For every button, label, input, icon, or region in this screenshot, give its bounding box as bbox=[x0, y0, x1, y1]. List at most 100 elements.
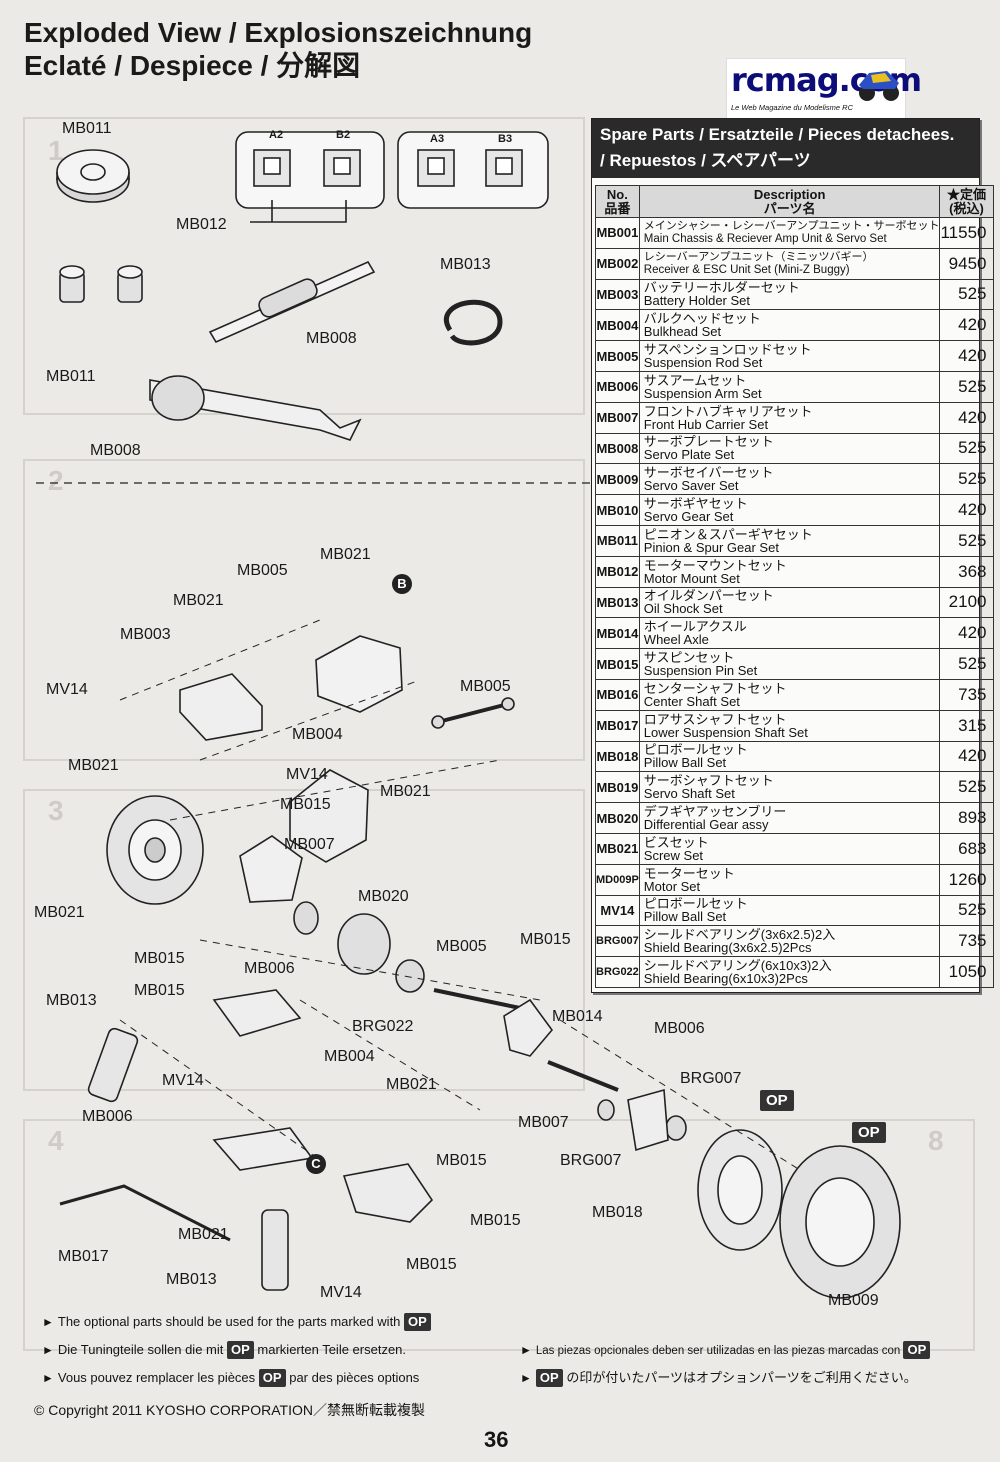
part-price: 420 bbox=[939, 617, 994, 650]
part-name-en: Screw Set bbox=[643, 847, 704, 863]
part-name-en: Shield Bearing(6x10x3)2Pcs bbox=[643, 971, 808, 987]
part-price: 735 bbox=[939, 678, 994, 711]
part-number: MV14 bbox=[595, 894, 640, 927]
part-name-jp: ビスセット bbox=[643, 834, 709, 850]
pinion-gear-icon bbox=[59, 265, 143, 303]
part-name-jp: ホイールアクスル bbox=[643, 619, 747, 635]
table-header-row: No. 品番 Description パーツ名 ★定価 (税込) bbox=[595, 185, 994, 218]
suspension-rod-icon bbox=[431, 697, 515, 729]
part-name-jp: モーターセット bbox=[643, 865, 735, 881]
part-number: MB007 bbox=[595, 401, 640, 434]
callout-mb013-bottom: MB013 bbox=[166, 1271, 217, 1288]
part-name-en: Suspension Rod Set bbox=[643, 355, 763, 371]
part-price: 525 bbox=[939, 463, 994, 496]
shock-clip-icon bbox=[444, 299, 503, 346]
part-name-en: Servo Saver Set bbox=[643, 478, 739, 494]
part-name-jp: サーボシャフトセット bbox=[643, 773, 774, 789]
callout-mb015-c: MB015 bbox=[520, 931, 571, 948]
part-number: MB002 bbox=[595, 247, 640, 280]
part-price: 420 bbox=[939, 494, 994, 526]
callout-a3: A3 bbox=[430, 133, 445, 145]
part-price: 525 bbox=[939, 771, 994, 804]
col-no-label: No. bbox=[606, 186, 628, 202]
part-name-en: Motor Mount Set bbox=[643, 570, 740, 586]
callout-mb005-c: MB005 bbox=[436, 938, 487, 955]
callout-mb021-a: MB021 bbox=[320, 546, 371, 563]
part-name-en: Suspension Pin Set bbox=[643, 663, 758, 679]
callout-mb004-b: MB004 bbox=[324, 1048, 375, 1065]
bulkhead-icon bbox=[289, 635, 403, 863]
rcmag-logo[interactable]: rcmag.com Le Web Magazine du Modelisme R… bbox=[726, 58, 922, 120]
callout-mb020: MB020 bbox=[358, 888, 409, 905]
part-name-jp: バルクヘッドセット bbox=[643, 311, 761, 327]
copyright-notice: © Copyright 2011 KYOSHO CORPORATION／禁無断転… bbox=[34, 1402, 425, 1418]
part-name-en: Servo Plate Set bbox=[643, 447, 735, 463]
callout-mb015-b: MB015 bbox=[134, 950, 185, 967]
part-name-jp: フロントハブキャリアセット bbox=[643, 403, 813, 419]
part-name-jp: センターシャフトセット bbox=[643, 680, 787, 696]
rear-wheel-icon bbox=[697, 1129, 901, 1299]
suspension-arm-icon bbox=[212, 989, 314, 1171]
part-price: 525 bbox=[939, 524, 994, 557]
col-price-label-jp: (税込) bbox=[949, 200, 984, 216]
spare-parts-panel: Spare Parts / Ersatzteile / Pieces detac… bbox=[591, 118, 994, 993]
callout-mb013-mid: MB013 bbox=[46, 992, 97, 1009]
callout-mb021-c: MB021 bbox=[68, 757, 119, 774]
col-no-label-jp: 品番 bbox=[604, 200, 631, 216]
part-name-jp: サスアームセット bbox=[643, 372, 747, 388]
callout-mb015-g: MB015 bbox=[406, 1256, 457, 1273]
callout-mb011-top: MB011 bbox=[62, 120, 112, 137]
part-price: 525 bbox=[939, 648, 994, 680]
callout-mb006-a: MB006 bbox=[244, 960, 295, 977]
part-number: MB018 bbox=[595, 740, 640, 773]
callout-b3: B3 bbox=[498, 133, 513, 145]
note-french: ►Vous pouvez remplacer les pièces OP par… bbox=[42, 1369, 420, 1387]
callout-mb021-e: MB021 bbox=[34, 904, 85, 921]
part-name-en: Pinion & Spur Gear Set bbox=[643, 539, 779, 555]
callout-mb005-b: MB005 bbox=[460, 678, 511, 695]
col-price-label: ★定価 bbox=[946, 186, 986, 202]
part-number: MB021 bbox=[595, 832, 640, 865]
callout-mb018: MB018 bbox=[592, 1204, 643, 1221]
callout-mv14-a: MV14 bbox=[46, 681, 88, 698]
col-desc-label: Description bbox=[753, 186, 826, 202]
part-name-jp: シールドベアリング(6x10x3)2入 bbox=[643, 958, 832, 974]
note-spanish-text: Las piezas opcionales deben ser utilizad… bbox=[535, 1345, 901, 1357]
page-number: 36 bbox=[484, 1427, 509, 1452]
spare-parts-heading: Spare Parts / Ersatzteile / Pieces detac… bbox=[592, 119, 979, 178]
note-spanish: ►Las piezas opcionales deben ser utiliza… bbox=[520, 1340, 931, 1361]
servo-plate-icon bbox=[342, 1163, 434, 1223]
part-price: 525 bbox=[939, 432, 994, 465]
callout-mb021-b: MB021 bbox=[173, 592, 224, 609]
note-english-text: The optional parts should be used for th… bbox=[57, 1314, 401, 1329]
part-number: BRG022 bbox=[595, 956, 640, 988]
op-badge-wheel: OP bbox=[760, 1090, 794, 1111]
callout-mb005-a: MB005 bbox=[237, 562, 288, 579]
part-name-en: Suspension Arm Set bbox=[643, 385, 762, 401]
spare-heading-line-1: Spare Parts / Ersatzteile / Pieces detac… bbox=[600, 125, 955, 144]
note-japanese-text: の印が付いたパーツはオプションパーツをご利用ください。 bbox=[566, 1370, 917, 1385]
callout-brg007-b: BRG007 bbox=[560, 1152, 622, 1169]
part-number: MB020 bbox=[595, 802, 640, 834]
wheel-axle-icon bbox=[503, 998, 619, 1092]
part-name-jp: ピロボールセット bbox=[643, 742, 748, 758]
part-name-jp: レシーバーアンプユニット（ミニッツバギー） bbox=[643, 250, 874, 263]
part-name-en: Battery Holder Set bbox=[643, 293, 751, 309]
callout-mv14-b: MV14 bbox=[286, 766, 328, 783]
